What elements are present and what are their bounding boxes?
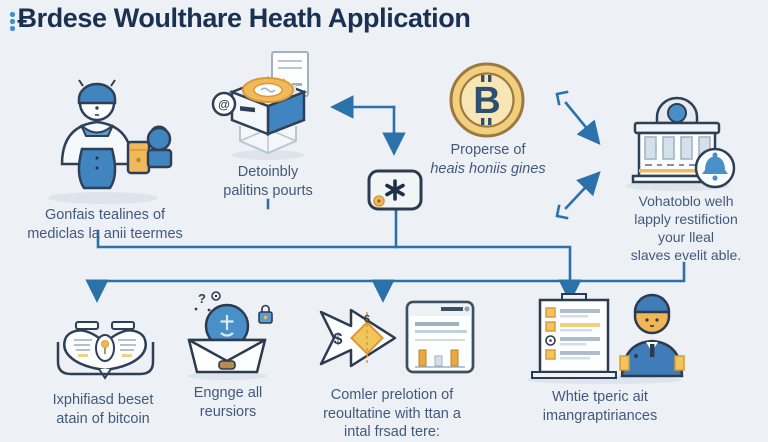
- bell-badge-icon: [694, 147, 736, 189]
- checklist-rows-icon: [545, 307, 600, 360]
- bank-label: Vohatoblo welh lapply restifiction your …: [630, 193, 742, 263]
- envelope-label: Engnge all reursiors: [193, 385, 263, 420]
- title-bar: Ƀrdese Woulthare Heath Application: [10, 3, 471, 34]
- at-glyph: @: [218, 98, 230, 112]
- comparison-chart-icon: $ $: [319, 300, 475, 374]
- checklist-label: Whtie tperic ait imangraptiriances: [542, 389, 658, 424]
- bitcoin-symbol: B: [473, 80, 500, 122]
- wallet-card-icon: [367, 169, 423, 211]
- flow-connectors: [85, 90, 686, 303]
- question-glyph: ?: [198, 291, 206, 306]
- caregiver-icon: [48, 79, 173, 204]
- arrow-hook-bottom: [555, 204, 569, 220]
- report-window-icon: [405, 300, 475, 374]
- checklist-person-icon: [526, 293, 685, 384]
- printer-icon: @: [211, 51, 309, 160]
- dollar-glyph: $: [334, 331, 343, 348]
- bank-building-icon: [625, 96, 736, 191]
- printer-label: Detoinbly palitins pourts: [223, 164, 313, 199]
- caregiver-bus-to-checklist: [96, 229, 582, 303]
- envelope-launch-icon: ?: [187, 291, 273, 380]
- page-title: Ƀrdese Woulthare Heath Application: [17, 3, 471, 33]
- infographic-canvas: Ƀrdese Woulthare Heath Application Gonfa…: [10, 3, 742, 441]
- title-bullet-icon: [10, 3, 15, 31]
- open-book-icon: [56, 321, 155, 380]
- caregiver-label: Gonfais tealines of mediclas la anii tee…: [27, 207, 183, 242]
- bitcoin-coin-icon: B: [449, 62, 525, 138]
- asterisk-icon: [385, 179, 405, 201]
- comparison-label: Comler prelotion of reoultatine with tta…: [323, 387, 461, 441]
- book-label: Ixphifiasd beset atain of bitcoin: [52, 392, 154, 427]
- arrow-hook-top: [555, 90, 569, 106]
- dollar-small-glyph: $: [364, 314, 370, 325]
- lock-icon: [258, 304, 273, 324]
- arrow-bitcoin-to-bank: [564, 101, 601, 146]
- bitcoin-label: Properse of heais honiis gines: [430, 142, 546, 177]
- person-icon: [619, 293, 685, 378]
- arrow-up-to-bank: [564, 171, 601, 210]
